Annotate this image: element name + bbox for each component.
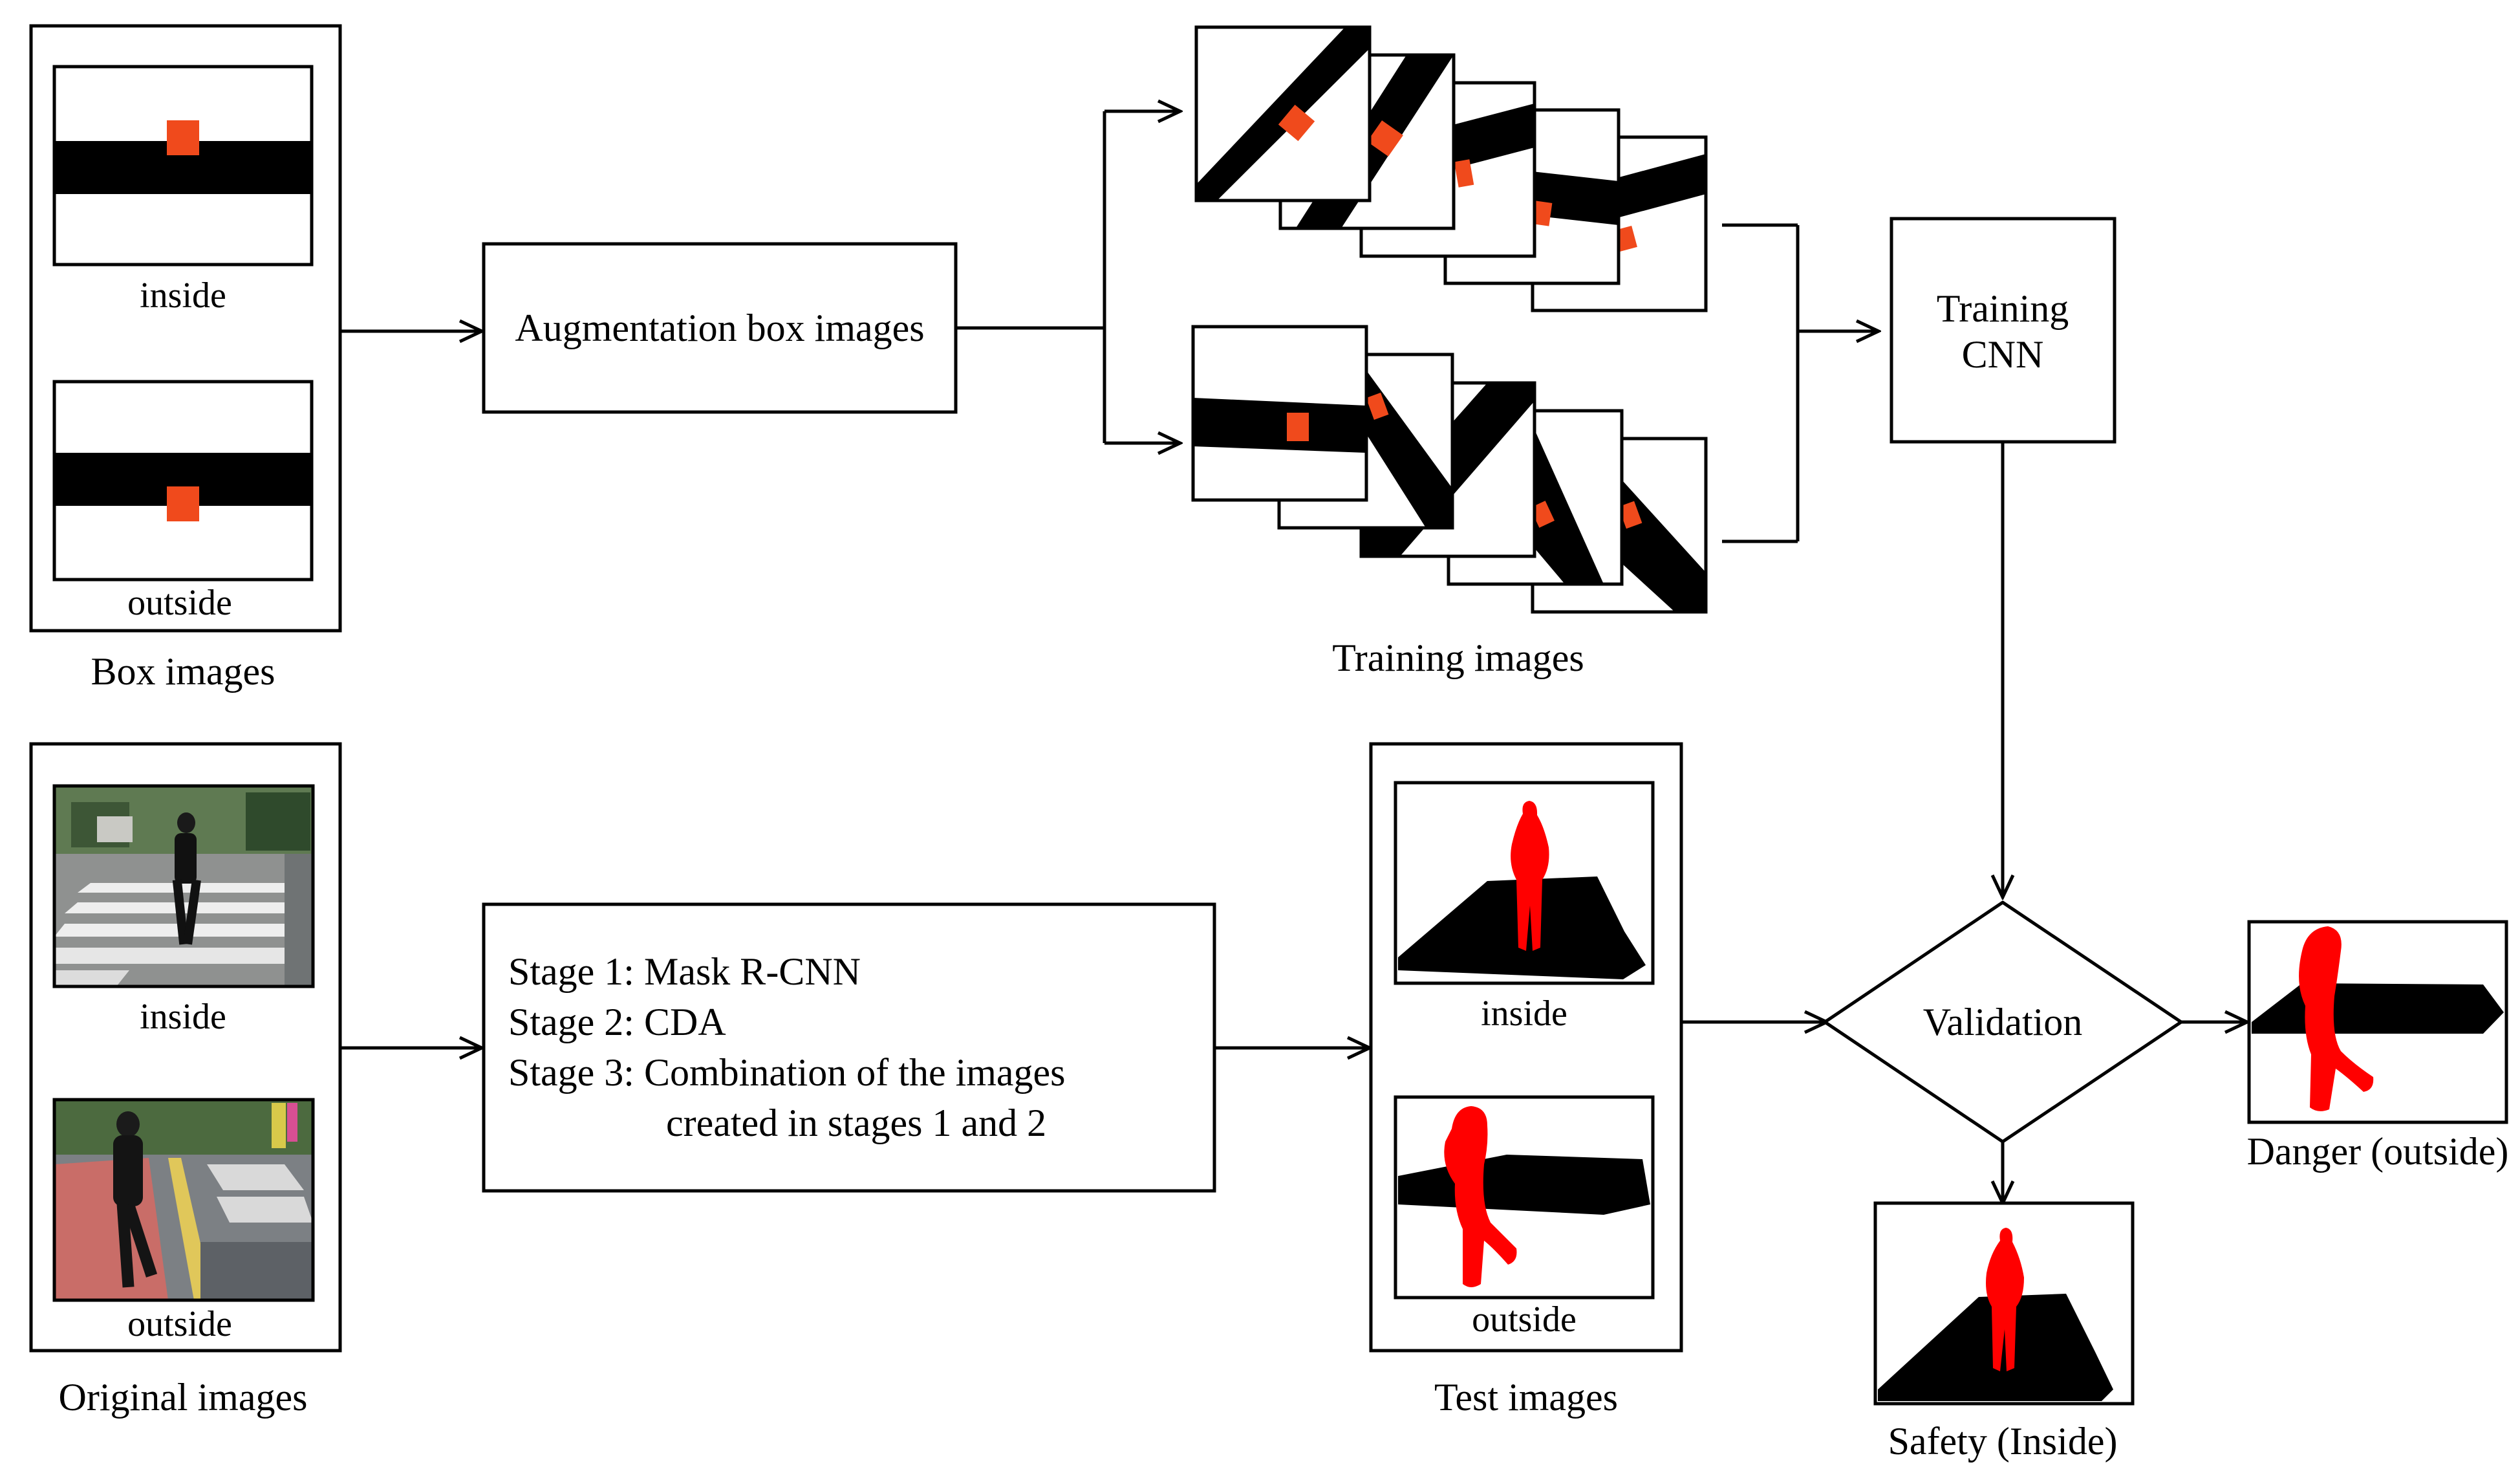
test-inside-label: inside [1481,994,1567,1034]
test-images-caption: Test images [1434,1376,1618,1419]
training-cnn-box [1890,217,2116,444]
original-inside-label: inside [140,997,226,1037]
box-image-inside [52,65,314,267]
stages-box [482,902,1216,1193]
test-image-outside [1394,1095,1655,1300]
training-stack-bottom [1191,325,1708,614]
box-outside-label: outside [127,583,232,623]
danger-caption: Danger (outside) [2247,1130,2509,1173]
original-images-caption: Original images [59,1376,308,1419]
stage-3-continuation: created in stages 1 and 2 [666,1102,1046,1144]
danger-result [2247,920,2508,1124]
test-image-inside [1394,781,1655,985]
stage-1-text: Stage 1: Mask R-CNN [508,950,861,993]
training-stack-top [1194,25,1708,312]
box-image-outside [52,380,314,582]
stage-2-text: Stage 2: CDA [508,1001,726,1043]
person-mask [2299,926,2374,1111]
person-mask [1986,1228,2024,1371]
marker-square [167,486,199,521]
safety-caption: Safety (Inside) [1888,1420,2118,1463]
original-photo-outside [54,1100,313,1300]
box-inside-label: inside [140,276,226,316]
test-outside-label: outside [1472,1300,1577,1340]
training-image [1194,25,1372,202]
safety-result [1873,1201,2135,1406]
validation-label: Validation [1923,1001,2083,1043]
person-mask [1444,1106,1517,1287]
augmentation-label: Augmentation box images [515,307,924,349]
box-images-frame [29,24,342,633]
stage-3-text: Stage 3: Combination of the images [508,1051,1066,1094]
box-images-caption: Box images [91,650,275,693]
training-image [1191,325,1368,502]
training-cnn-line1: Training [1937,287,2069,330]
original-outside-label: outside [127,1304,232,1344]
test-images-group: inside outside [1369,742,1683,1353]
marker-square [167,120,199,155]
training-cnn-line2: CNN [1962,333,2044,376]
person-mask [1511,801,1549,951]
original-photo-inside [54,786,313,986]
test-images-frame [1369,742,1683,1353]
box-images-group: inside outside [29,24,342,633]
original-images-group: inside outside [29,742,342,1353]
augmentation-box [482,242,958,414]
augmentation-split-arrows [956,111,1180,443]
training-merge-arrows [1722,223,1879,543]
training-images-caption: Training images [1332,637,1584,679]
